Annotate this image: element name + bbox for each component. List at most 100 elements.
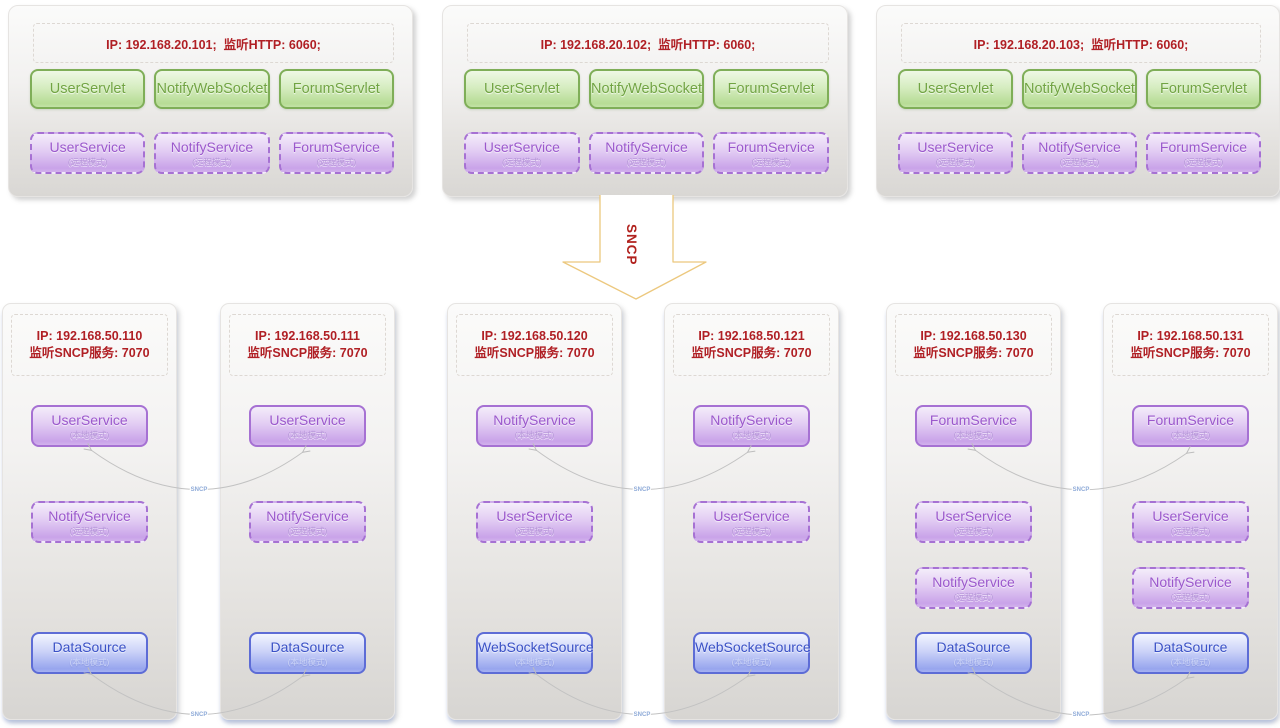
service-box-notifyservice-remote: NotifyService (远程模式) [154,132,270,174]
service-box-userservice-local: UserService (本地模式) [31,405,148,447]
service-mode: (本地模式) [953,430,994,440]
service-mode: (远程模式) [1170,526,1211,536]
service-name: ForumService [1159,139,1248,155]
listen-label: 监听SNCP服务: 7070 [474,346,595,360]
service-box-userservice-remote: UserService (远程模式) [915,501,1032,543]
service-name: UserService [496,508,573,524]
service-name: NotifyService [48,508,131,524]
service-mode: (远程模式) [1059,157,1100,167]
service-box-userservice-remote: UserService (远程模式) [898,132,1013,174]
source-mode: (本地模式) [514,657,555,667]
ip-port-label: IP: 192.168.20.101; 监听HTTP: 6060; [106,37,321,52]
source-name: WebSocketSource [695,639,811,655]
ip-label: IP: 192.168.50.110 [36,329,143,343]
servlet-box-userservlet: UserServlet [30,69,146,109]
ip-label: IP: 192.168.50.121 [698,329,805,343]
ip-label: IP: 192.168.50.131 [1137,329,1244,343]
service-name: UserService [269,412,346,428]
sncp-node-131: IP: 192.168.50.131 监听SNCP服务: 7070 ForumS… [1103,303,1278,720]
listen-label: 监听SNCP服务: 7070 [29,346,150,360]
servlet-box-notifywebsocket: NotifyWebSocket [588,69,705,109]
http-server-node-103: IP: 192.168.20.103; 监听HTTP: 6060; UserSe… [876,5,1280,197]
servlet-label: UserServlet [917,81,994,97]
servlet-label: UserServlet [49,81,126,97]
service-name: ForumService [727,139,815,155]
service-mode: (远程模式) [316,157,357,167]
service-box-userservice-remote: UserService (远程模式) [1132,501,1249,543]
service-name: UserService [49,139,126,155]
service-box-notifyservice-local: NotifyService (本地模式) [693,405,810,447]
service-name: UserService [51,412,128,428]
servlet-row: UserServlet NotifyWebSocket ForumServlet [30,69,394,109]
http-server-node-101: IP: 192.168.20.101; 监听HTTP: 6060; UserSe… [8,5,413,197]
servlet-label: ForumServlet [1159,81,1248,97]
service-name: NotifyService [605,139,688,155]
service-mode: (远程模式) [67,157,108,167]
service-box-forumservice-local: ForumService (本地模式) [915,405,1032,447]
ip-port-label: IP: 192.168.20.103; 监听HTTP: 6060; [973,37,1189,52]
source-name: DataSource [936,639,1011,655]
service-mode: (本地模式) [514,430,555,440]
service-name: NotifyService [170,139,254,155]
source-mode: (本地模式) [287,657,328,667]
service-box-forumservice-local: ForumService (本地模式) [1132,405,1249,447]
service-box-forumservice-remote: ForumService (远程模式) [278,132,394,174]
service-box-notifyservice-remote: NotifyService (远程模式) [31,501,148,543]
service-name: UserService [483,139,560,155]
service-name: ForumService [1146,412,1235,428]
listen-label: 监听SNCP服务: 7070 [1130,346,1251,360]
service-name: NotifyService [710,412,793,428]
source-name: WebSocketSource [478,639,594,655]
service-mode: (远程模式) [1183,157,1224,167]
source-mode: (本地模式) [69,657,110,667]
service-mode: (远程模式) [731,526,772,536]
servlet-box-userservlet: UserServlet [898,69,1013,109]
servlet-box-notifywebsocket: NotifyWebSocket [1022,69,1137,109]
service-mode: (远程模式) [953,526,994,536]
listen-label: 监听SNCP服务: 7070 [247,346,368,360]
servlet-label: ForumServlet [727,81,815,97]
sncp-link-label: SNCP [1073,487,1090,493]
ip-port-header: IP: 192.168.50.131 监听SNCP服务: 7070 [1112,314,1269,376]
servlet-box-notifywebsocket: NotifyWebSocket [154,69,270,109]
servlet-box-userservlet: UserServlet [464,69,580,109]
ip-port-header: IP: 192.168.50.120 监听SNCP服务: 7070 [456,314,613,376]
source-box-datasource: DataSource (本地模式) [31,632,148,674]
service-mode: (远程模式) [514,526,555,536]
service-mode: (远程模式) [626,157,667,167]
ip-port-label: IP: 192.168.20.102; 监听HTTP: 6060; [540,37,756,52]
service-box-forumservice-remote: ForumService (远程模式) [713,132,830,174]
listen-label: 监听SNCP服务: 7070 [691,346,812,360]
service-box-forumservice-remote: ForumService (远程模式) [1146,132,1261,174]
service-row: UserService (远程模式) NotifyService (远程模式) … [30,132,394,174]
service-box-userservice-local: UserService (本地模式) [249,405,366,447]
service-row: UserService (远程模式) NotifyService (远程模式) … [898,132,1261,174]
servlet-box-forumservlet: ForumServlet [713,69,830,109]
service-mode: (远程模式) [69,526,110,536]
http-server-node-102: IP: 192.168.20.102; 监听HTTP: 6060; UserSe… [442,5,848,197]
source-mode: (本地模式) [731,657,772,667]
service-mode: (本地模式) [287,430,328,440]
source-name: DataSource [1153,639,1228,655]
sncp-node-111: IP: 192.168.50.111 监听SNCP服务: 7070 UserSe… [220,303,395,720]
source-box-websocketsource: WebSocketSource (本地模式) [476,632,594,674]
sncp-link-label: SNCP [1073,712,1090,718]
service-name: UserService [1152,508,1229,524]
source-box-datasource: DataSource (本地模式) [249,632,366,674]
servlet-box-forumservlet: ForumServlet [278,69,394,109]
servlet-label: ForumServlet [292,81,380,97]
listen-label: 监听SNCP服务: 7070 [913,346,1034,360]
ip-port-header: IP: 192.168.50.110 监听SNCP服务: 7070 [11,314,168,376]
sncp-link-label: SNCP [634,712,651,718]
service-name: NotifyService [1149,574,1232,590]
ip-port-header: IP: 192.168.20.102; 监听HTTP: 6060; [467,23,829,63]
service-mode: (远程模式) [287,526,328,536]
service-box-userservice-remote: UserService (远程模式) [464,132,580,174]
service-mode: (本地模式) [731,430,772,440]
service-name: ForumService [292,139,380,155]
sncp-node-130: IP: 192.168.50.130 监听SNCP服务: 7070 ForumS… [886,303,1061,720]
service-name: UserService [935,508,1012,524]
sncp-link-label: SNCP [191,712,208,718]
sncp-link-label: SNCP [634,487,651,493]
service-row: UserService (远程模式) NotifyService (远程模式) … [464,132,830,174]
